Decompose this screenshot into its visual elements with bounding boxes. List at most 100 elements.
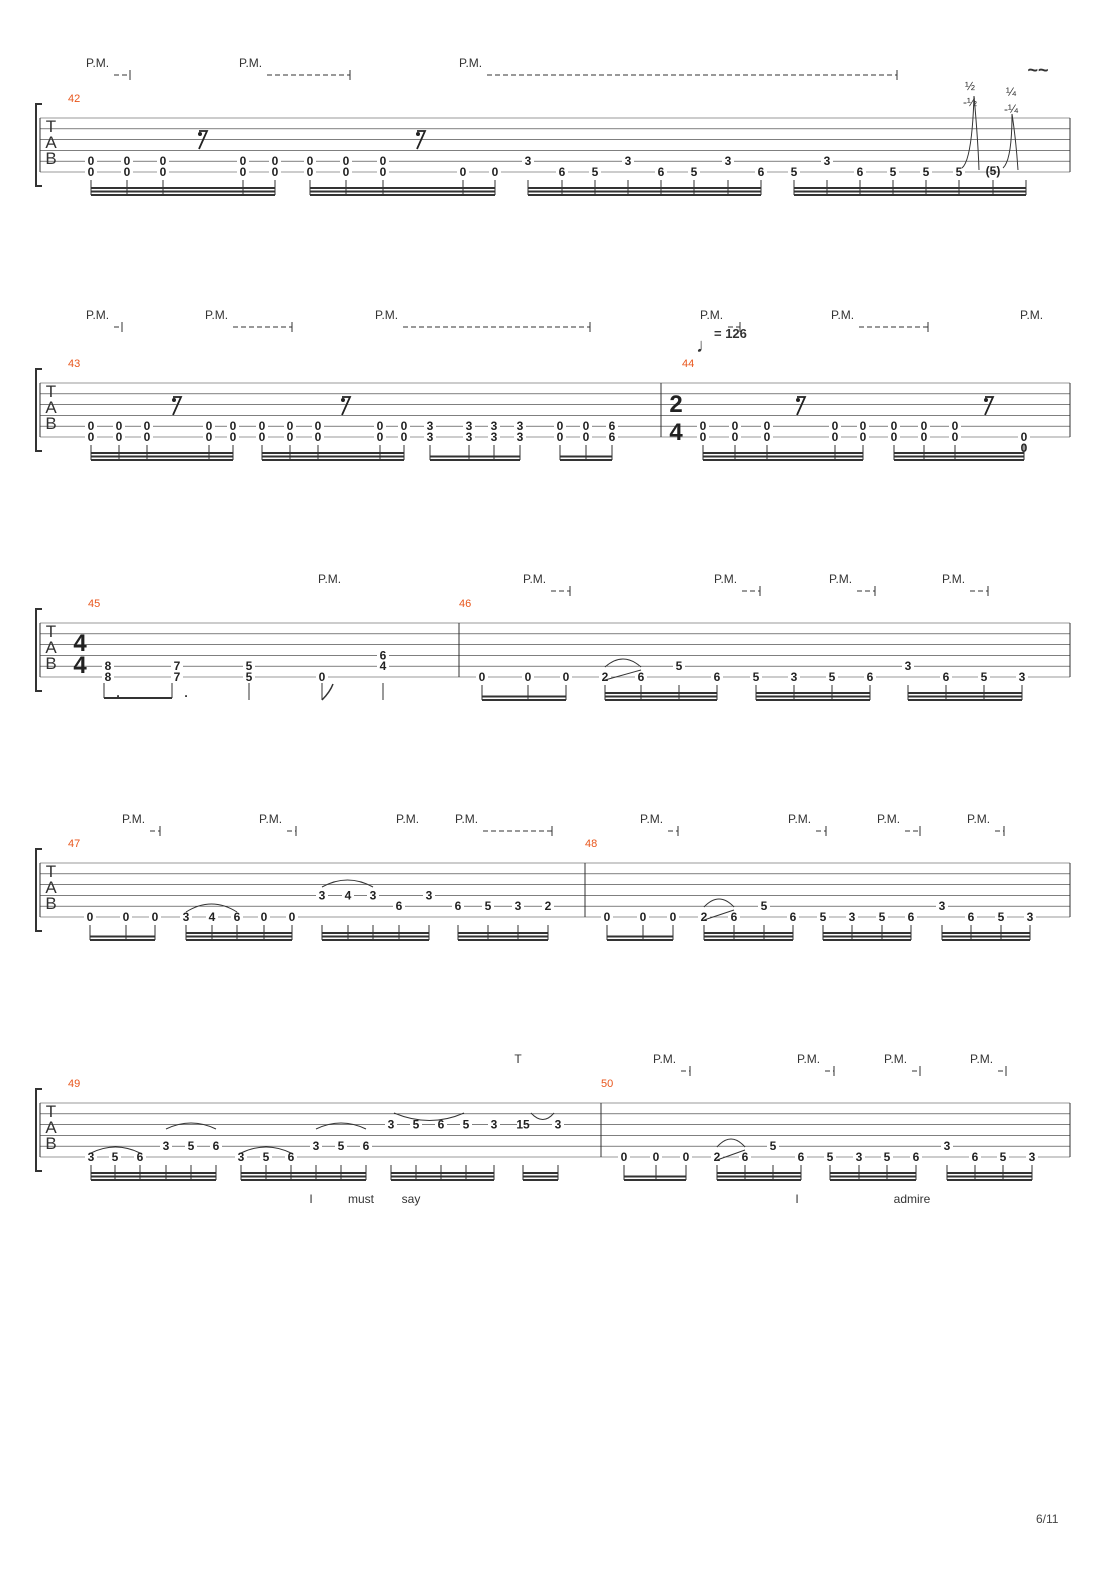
fret-number: 0 <box>640 910 647 924</box>
fret-number: 6 <box>137 1150 144 1164</box>
fret-number: 0 <box>123 910 130 924</box>
fret-number: 5 <box>820 910 827 924</box>
tab-clef-letter: T <box>46 862 56 881</box>
slide-line <box>716 1149 746 1161</box>
fret-number: 0 <box>563 670 570 684</box>
fret-number: 0 <box>700 430 707 444</box>
fret-mask <box>857 431 869 443</box>
fret-number: 5 <box>246 659 253 673</box>
fret-number: 0 <box>653 1150 660 1164</box>
fret-number: 0 <box>88 165 95 179</box>
fret-mask <box>243 660 255 673</box>
fret-mask <box>488 1118 500 1131</box>
palm-mute-label: P.M. <box>700 308 723 322</box>
lyric-word: say <box>402 1192 421 1206</box>
fret-number: 5 <box>879 910 886 924</box>
measure-number: 44 <box>682 358 694 370</box>
fret-mask <box>514 420 526 433</box>
fret-number: 0 <box>583 419 590 433</box>
fret-number: 5 <box>592 165 599 179</box>
fret-mask <box>85 1151 97 1163</box>
fret-mask <box>552 1118 564 1131</box>
fret-mask <box>817 911 829 923</box>
fret-number: 0 <box>377 419 384 433</box>
fret-number: 3 <box>1027 910 1034 924</box>
fret-number: 3 <box>1029 1150 1036 1164</box>
fret-mask <box>888 431 900 443</box>
fret-mask <box>452 900 464 913</box>
fret-mask <box>258 911 270 923</box>
fret-mask <box>787 911 799 923</box>
tab-clef-letter: B <box>45 1134 56 1153</box>
fret-mask <box>398 420 410 433</box>
fret-mask <box>237 166 249 178</box>
fret-number: 0 <box>261 910 268 924</box>
fret-number: 0 <box>152 910 159 924</box>
fret-mask <box>589 166 601 178</box>
fret-number: 0 <box>764 430 771 444</box>
fret-number: 0 <box>460 165 467 179</box>
slur <box>315 1122 367 1130</box>
fret-mask <box>655 166 667 178</box>
fret-mask <box>269 155 281 168</box>
time-signature-digit: 4 <box>669 419 683 446</box>
fret-number: 0 <box>315 419 322 433</box>
fret-number: 6 <box>742 1150 749 1164</box>
fret-number: 3 <box>370 888 377 902</box>
fret-mask <box>673 660 685 673</box>
fret-mask <box>829 431 841 443</box>
fret-mask <box>102 660 114 673</box>
fret-number: 0 <box>621 1150 628 1164</box>
fret-mask <box>739 1151 751 1163</box>
fret-number: 0 <box>259 430 266 444</box>
rest-dot <box>341 398 345 402</box>
fret-number: 0 <box>287 430 294 444</box>
fret-number: 6 <box>638 670 645 684</box>
measure-number: 46 <box>459 598 471 610</box>
fret-number: 6 <box>968 910 975 924</box>
fret-number: 3 <box>313 1139 320 1153</box>
fret-number: 0 <box>380 154 387 168</box>
fret-mask <box>829 420 841 433</box>
fret-number: 3 <box>427 430 434 444</box>
fret-mask <box>160 1140 172 1153</box>
fret-number: 3 <box>791 670 798 684</box>
measure-number: 43 <box>68 358 80 370</box>
fret-number: 0 <box>525 670 532 684</box>
fret-mask <box>761 431 773 443</box>
measure-number: 48 <box>585 838 597 850</box>
fret-number: 6 <box>798 1150 805 1164</box>
fret-mask <box>622 155 634 168</box>
fret-number: 5 <box>753 670 760 684</box>
tab-clef-letter: A <box>45 133 57 152</box>
measure-number: 47 <box>68 838 80 850</box>
fret-mask <box>601 911 613 923</box>
fret-mask <box>316 889 328 902</box>
fret-mask <box>206 911 218 923</box>
fret-number: 0 <box>259 419 266 433</box>
fret-number: 0 <box>832 430 839 444</box>
palm-mute-label: P.M. <box>640 812 663 826</box>
fret-mask <box>342 889 354 902</box>
fret-number: 3 <box>525 154 532 168</box>
fret-number: 0 <box>116 430 123 444</box>
fret-number: 0 <box>272 165 279 179</box>
fret-number: 6 <box>234 910 241 924</box>
fret-mask <box>180 911 192 923</box>
fret-number: 3 <box>491 419 498 433</box>
fret-number: 0 <box>289 910 296 924</box>
hammer-on-slur <box>604 658 642 668</box>
fret-number: 0 <box>307 165 314 179</box>
fret-mask <box>606 420 618 433</box>
fret-mask <box>488 431 500 443</box>
fret-number: 6 <box>380 648 387 662</box>
system-bracket <box>35 368 42 452</box>
fret-mask <box>360 1140 372 1153</box>
fret-number: 0 <box>380 165 387 179</box>
release-arrow <box>1011 113 1019 171</box>
rest-dot <box>796 398 800 402</box>
fret-number: 3 <box>238 1150 245 1164</box>
slide-line <box>604 669 642 681</box>
fret-mask <box>876 911 888 923</box>
